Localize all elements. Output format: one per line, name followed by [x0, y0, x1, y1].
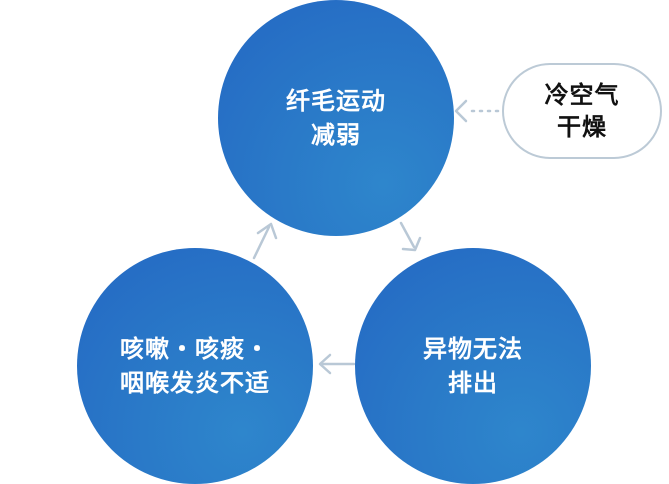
node-cilia-weakened: 纤毛运动 减弱 — [218, 0, 454, 236]
note-line1: 冷空气 — [544, 81, 620, 109]
arrow-left-to-top-head — [256, 222, 278, 240]
node-label-line1: 咳嗽・咳痰・ — [120, 335, 270, 363]
cold-dry-air-note: 冷空气 干燥 — [502, 63, 662, 159]
node-label-line1: 异物无法 — [423, 335, 523, 363]
node-label-line2: 咽喉发炎不适 — [120, 369, 270, 397]
arrow-top-to-right — [399, 221, 416, 249]
node-label-line1: 纤毛运动 — [286, 87, 386, 115]
note-line2: 干燥 — [557, 113, 607, 141]
node-foreign-matter-not-expelled: 异物无法 排出 — [355, 248, 591, 484]
node-cough-throat-inflammation: 咳嗽・咳痰・ 咽喉发炎不适 — [77, 248, 313, 484]
node-label-line2: 排出 — [448, 369, 498, 397]
arrow-left-to-top — [252, 225, 271, 260]
arrow-right-to-left-head — [318, 353, 332, 375]
dotted-connector-arrowhead — [454, 99, 468, 123]
node-label-line2: 减弱 — [311, 121, 361, 149]
arrow-top-to-right-head — [401, 236, 422, 252]
